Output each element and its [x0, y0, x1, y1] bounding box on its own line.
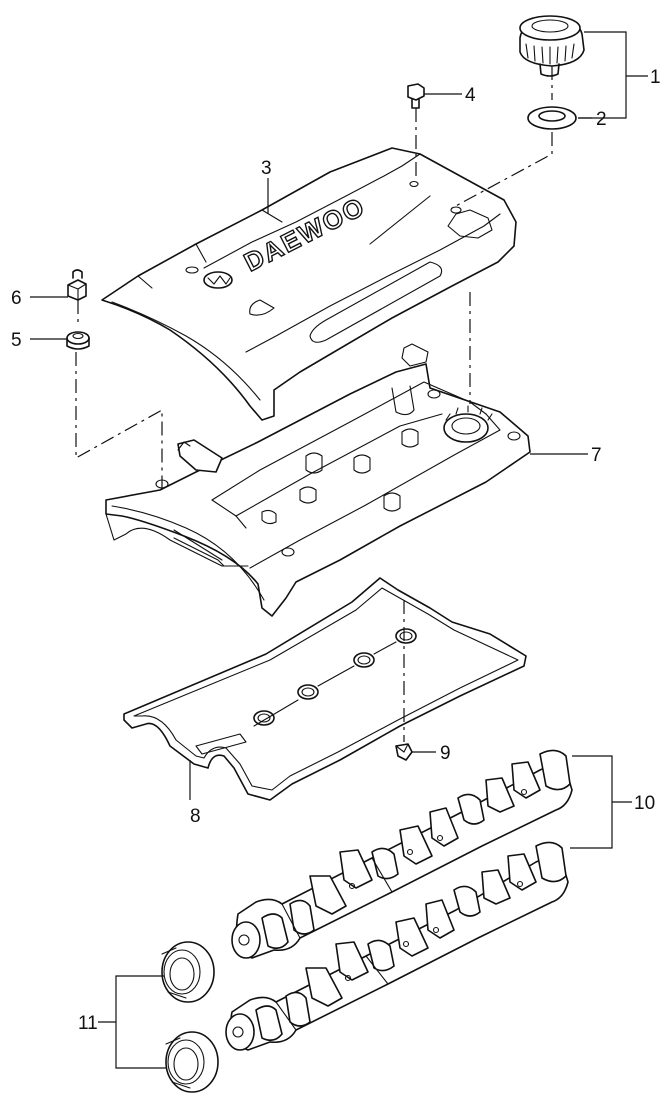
bolt	[67, 269, 87, 301]
filler-cap-gasket	[527, 106, 577, 130]
callout-7: 7	[591, 445, 602, 466]
cover-screw	[407, 83, 425, 109]
camshaft-oil-seal-lower	[165, 1031, 219, 1093]
head-cover-gasket	[123, 577, 527, 801]
callout-11: 11	[78, 1013, 98, 1034]
callout-5: 5	[11, 330, 22, 351]
callout-8: 8	[190, 806, 201, 827]
callout-9: 9	[440, 743, 451, 764]
callout-2: 2	[596, 109, 607, 130]
callout-1: 1	[650, 67, 661, 88]
callout-3: 3	[261, 158, 272, 179]
oil-filler-cap	[519, 15, 585, 77]
half-moon-plug	[395, 743, 413, 761]
engine-cover: DAEWOO	[101, 147, 517, 421]
grommet	[66, 331, 90, 350]
camshaft-oil-seal-upper	[161, 941, 215, 1003]
camshaft-upper	[231, 749, 573, 959]
callout-labels: 1 2 3 4 5 6 7 8 9 10 11	[11, 67, 661, 1034]
cylinder-head-cover	[105, 343, 531, 617]
callout-6: 6	[11, 288, 22, 309]
callout-4: 4	[465, 85, 476, 106]
leader-lines	[30, 31, 648, 1069]
assembly-lines	[75, 66, 553, 742]
camshaft-lower	[225, 841, 569, 1051]
callout-10: 10	[634, 793, 655, 814]
